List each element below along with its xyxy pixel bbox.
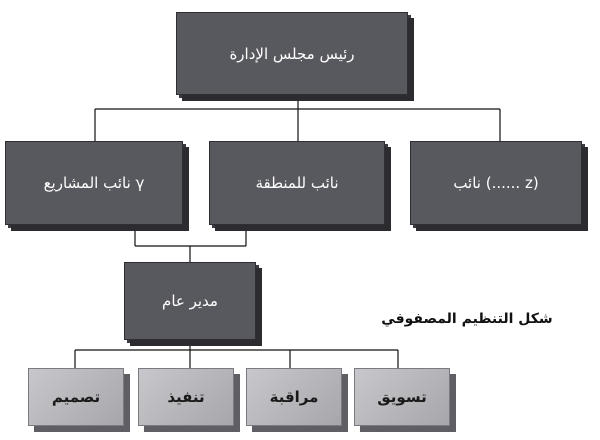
box-general-manager: مدير عام — [124, 262, 256, 340]
box-dept-design-label: تصميم — [51, 388, 101, 406]
box-vp-z-label: (z ......) نائب — [453, 174, 539, 192]
box-vp-region-label: نائب للمنطقة — [255, 174, 339, 192]
box-vp-z: (z ......) نائب — [410, 141, 582, 225]
diagram-caption: شكل التنظيم المصفوفي — [381, 311, 553, 327]
box-dept-marketing-label: تسويق — [377, 388, 427, 406]
box-dept-monitoring: مراقبة — [246, 368, 342, 426]
box-dept-monitoring-label: مراقبة — [269, 388, 319, 406]
box-dept-marketing: تسويق — [354, 368, 450, 426]
box-vp-projects: γ نائب المشاريع — [5, 141, 183, 225]
box-chairman-label: رئيس مجلس الإدارة — [229, 44, 355, 63]
box-vp-region: نائب للمنطقة — [209, 141, 385, 225]
box-dept-execution-label: تنفيذ — [167, 388, 205, 406]
box-general-manager-label: مدير عام — [162, 292, 218, 310]
box-dept-design: تصميم — [28, 368, 124, 426]
box-vp-projects-label: γ نائب المشاريع — [43, 174, 145, 192]
box-dept-execution: تنفيذ — [138, 368, 234, 426]
box-chairman: رئيس مجلس الإدارة — [176, 12, 408, 95]
